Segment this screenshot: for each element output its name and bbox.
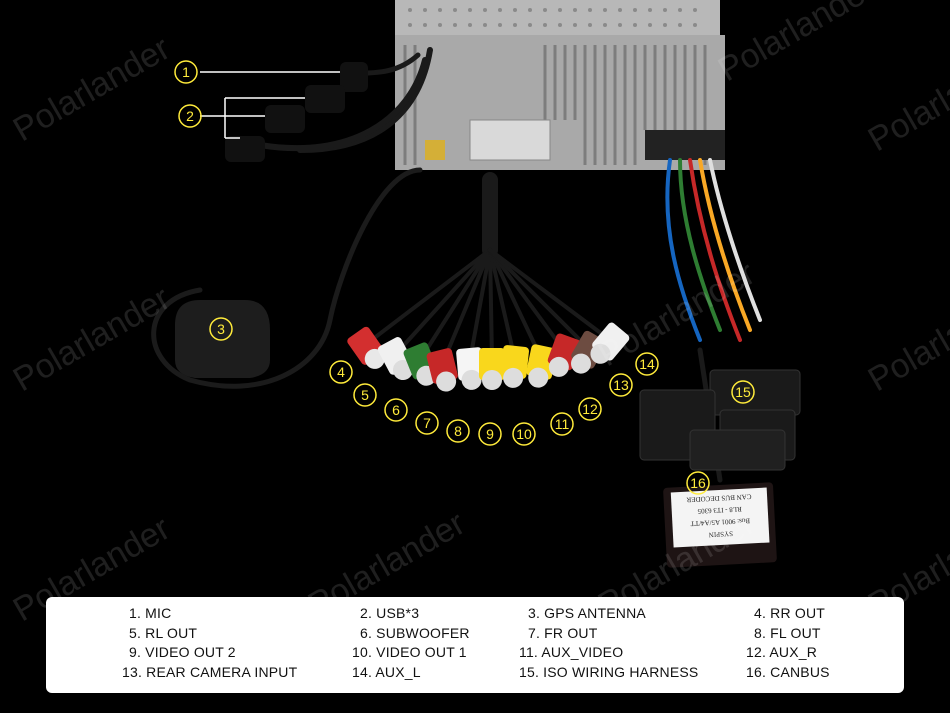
callout-4: 4 [329, 360, 353, 384]
decoder-label-line-1: CAN BUS DECODER [686, 492, 752, 503]
callout-11: 11 [550, 412, 574, 436]
callout-12: 12 [578, 397, 602, 421]
decoder-label-line-4: SYSPIN [709, 529, 734, 538]
callout-6: 6 [384, 398, 408, 422]
svg-text:1: 1 [182, 64, 190, 80]
legend-item: 8. FL OUT [754, 625, 821, 641]
callout-16: 16 [686, 471, 710, 495]
decoder-label-line-2: RL8 - IT3 6305 [697, 505, 742, 515]
legend-item: 14. AUX_L [352, 664, 421, 680]
gps-antenna [175, 300, 270, 378]
legend-item: 12. AUX_R [746, 644, 818, 660]
callout-14: 14 [635, 352, 659, 376]
svg-text:13: 13 [613, 377, 629, 393]
svg-text:9: 9 [486, 426, 494, 442]
svg-text:2: 2 [186, 108, 194, 124]
legend-item: 9. VIDEO OUT 2 [129, 644, 236, 660]
svg-text:12: 12 [582, 401, 598, 417]
callout-8: 8 [446, 419, 470, 443]
svg-text:15: 15 [735, 384, 751, 400]
head-unit-chassis [395, 0, 725, 170]
rca-plugs [347, 322, 630, 392]
legend-item: 16. CANBUS [746, 664, 830, 680]
svg-text:5: 5 [361, 387, 369, 403]
legend-item: 10. VIDEO OUT 1 [352, 644, 467, 660]
legend-item: 4. RR OUT [754, 605, 826, 621]
callout-2: 2 [178, 104, 202, 128]
svg-text:6: 6 [392, 402, 400, 418]
legend-item: 1. MIC [129, 605, 172, 621]
callout-3: 3 [209, 317, 233, 341]
svg-text:16: 16 [690, 475, 706, 491]
legend-item: 11. AUX_VIDEO [519, 644, 624, 660]
legend-item: 13. REAR CAMERA INPUT [122, 664, 298, 680]
svg-text:4: 4 [337, 364, 345, 380]
callout-15: 15 [731, 380, 755, 404]
callout-13: 13 [609, 373, 633, 397]
usb-and-mic-plugs [225, 62, 368, 162]
legend-item: 7. FR OUT [528, 625, 598, 641]
svg-text:7: 7 [423, 415, 431, 431]
callout-markers: 1 2 3 4 5 6 7 8 9 10 11 12 13 14 15 16 [174, 60, 755, 495]
svg-text:10: 10 [516, 426, 532, 442]
legend-panel: 1. MIC 2. USB*3 3. GPS ANTENNA 4. RR OUT… [46, 597, 904, 693]
legend-item: 3. GPS ANTENNA [528, 605, 646, 621]
callout-9: 9 [478, 422, 502, 446]
svg-text:11: 11 [555, 416, 570, 432]
callout-5: 5 [353, 383, 377, 407]
callout-1: 1 [174, 60, 198, 84]
callout-7: 7 [415, 411, 439, 435]
canbus-decoder: SYSPIN Bus: 9001 A5/A4/TT RL8 - IT3 6305… [663, 482, 777, 568]
svg-text:3: 3 [217, 321, 225, 337]
callout-10: 10 [512, 422, 536, 446]
legend-item: 5. RL OUT [129, 625, 198, 641]
decoder-label-line-3: Bus: 9001 A5/A4/TT [690, 516, 751, 527]
svg-text:8: 8 [454, 423, 462, 439]
svg-text:14: 14 [639, 356, 655, 372]
callout-leader-lines [200, 71, 340, 139]
legend-item: 2. USB*3 [360, 605, 420, 621]
legend-item: 6. SUBWOOFER [360, 625, 470, 641]
iso-harness-connectors [639, 369, 801, 471]
legend-item: 15. ISO WIRING HARNESS [519, 664, 699, 680]
